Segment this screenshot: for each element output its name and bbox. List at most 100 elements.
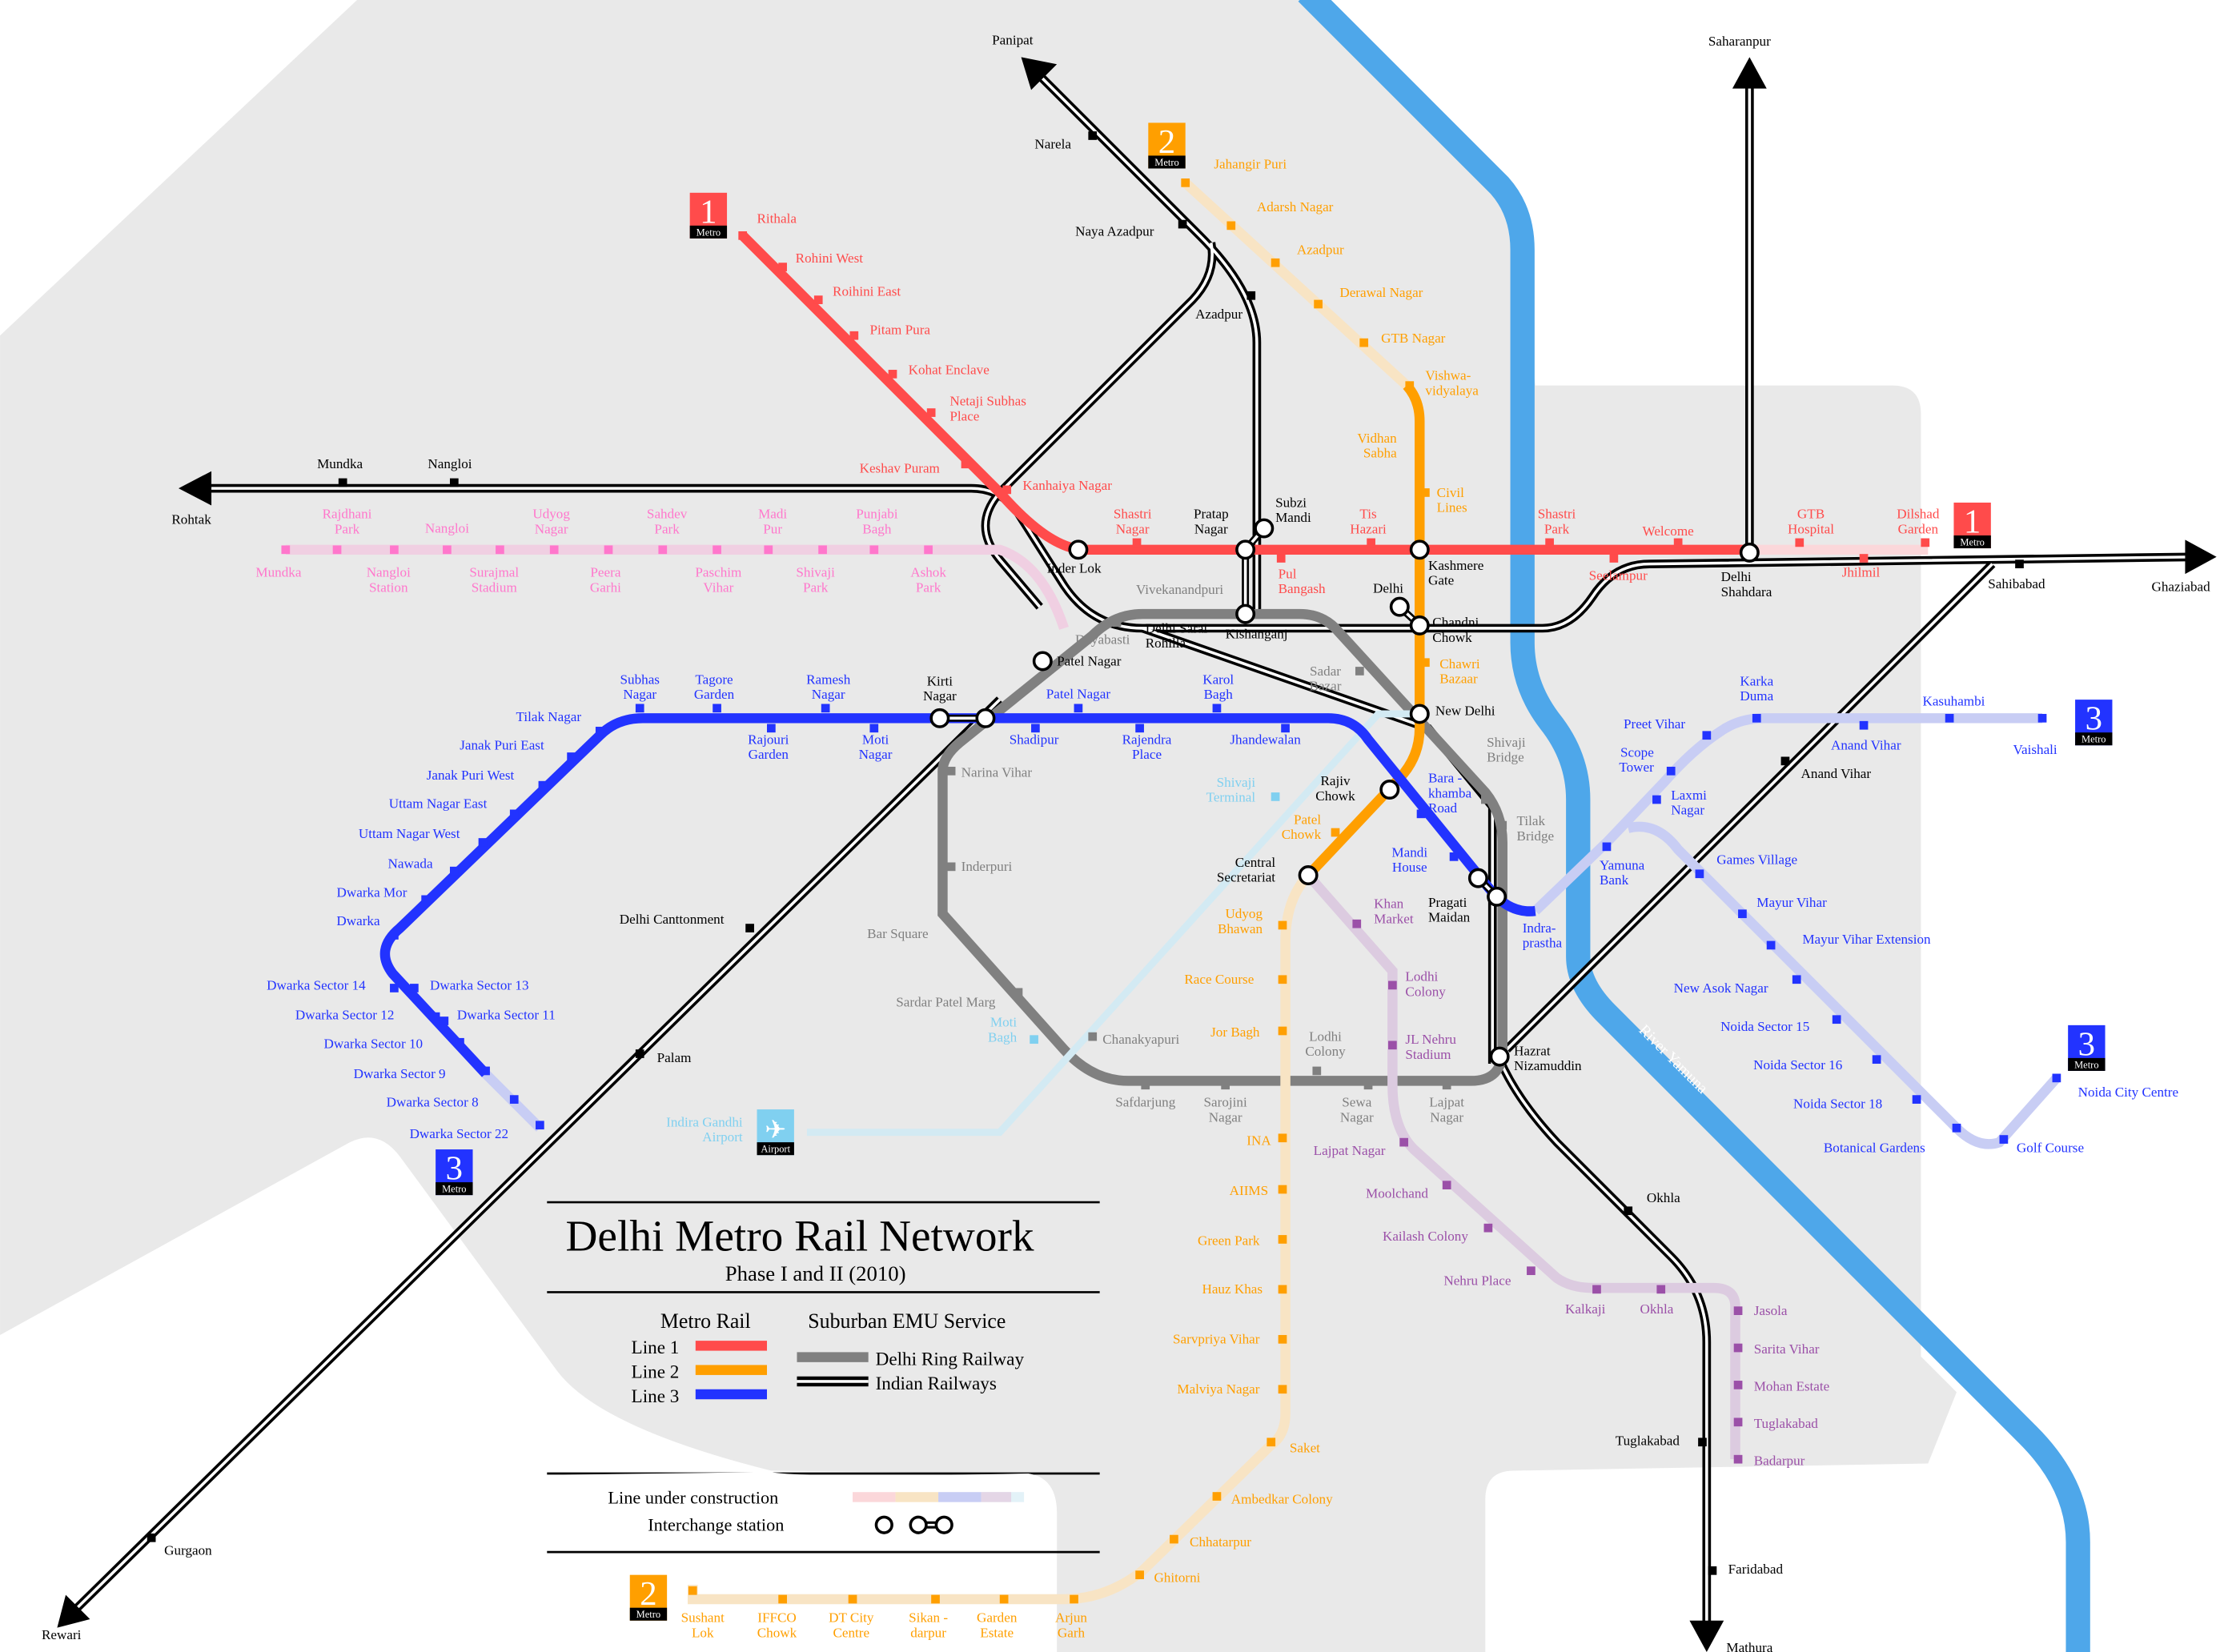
line3-station-label[interactable]: Nawada — [388, 856, 433, 872]
line2-station-label[interactable]: Sarvpriya Vihar — [1173, 1332, 1260, 1347]
line3-station-label[interactable]: Shadipur — [1010, 732, 1059, 747]
line2-station-label[interactable]: AIIMS — [1230, 1183, 1268, 1198]
line3-station-label[interactable]: Dwarka Sector 9 — [354, 1066, 446, 1081]
line3-station-label[interactable]: Golf Course — [2017, 1141, 2084, 1156]
line3-station-label[interactable]: Dwarka Mor — [337, 884, 407, 900]
railway-station-label[interactable]: Anand Vihar — [1801, 766, 1872, 781]
line1-station-label[interactable]: Welcome — [1643, 523, 1694, 539]
railway-station-label[interactable]: Gurgaon — [164, 1543, 212, 1558]
line3-station-label[interactable]: Janak Puri East — [460, 738, 544, 753]
destination-label-label[interactable]: Rewari — [42, 1627, 82, 1642]
purple-line-station-label[interactable]: Kailash Colony — [1383, 1229, 1468, 1244]
line2-station-label[interactable]: GTB Nagar — [1381, 331, 1446, 346]
line3-station-label[interactable]: Vaishali — [2013, 742, 2057, 757]
ring-railway-station-label[interactable]: Safdarjung — [1115, 1095, 1176, 1110]
purple-line-station-label[interactable]: Jasola — [1754, 1303, 1788, 1318]
line2-station-label[interactable]: Vishwa-vidyalaya — [1425, 368, 1479, 399]
line3-station-label[interactable]: Indra-prastha — [1523, 920, 1563, 951]
destination-label-label[interactable]: Ghaziabad — [2152, 579, 2211, 595]
line3-station-label[interactable]: Mayur Vihar — [1756, 895, 1827, 910]
line1-station-label[interactable]: Pitam Pura — [869, 322, 930, 337]
line2-station-label[interactable]: Sikan -darpur — [909, 1610, 948, 1641]
ring-railway-station-label[interactable]: Vivekanandpuri — [1136, 582, 1223, 597]
line3-station-label[interactable]: Janak Puri West — [427, 768, 515, 783]
line3-station-label[interactable]: Jhandewalan — [1230, 732, 1301, 747]
line3-station-label[interactable]: Dwarka Sector 22 — [410, 1126, 509, 1141]
purple-line-station-label[interactable]: Kalkaji — [1565, 1301, 1606, 1317]
line3-station-label[interactable]: Uttam Nagar East — [389, 796, 488, 812]
line2-station-label[interactable]: Green Park — [1198, 1233, 1260, 1249]
purple-line-station-label[interactable]: Lajpat Nagar — [1314, 1143, 1386, 1158]
line3-station-label[interactable]: Uttam Nagar West — [359, 826, 460, 841]
purple-line-station-label[interactable]: Moolchand — [1366, 1186, 1428, 1201]
line1-station-label[interactable]: Roihini East — [833, 283, 901, 299]
line3-station-label[interactable]: Patel Nagar — [1046, 686, 1111, 701]
line3-station-label[interactable]: Dwarka Sector 11 — [457, 1008, 556, 1023]
railway-station-label[interactable]: Palam — [657, 1050, 692, 1065]
railway-station-label[interactable]: Okhla — [1647, 1190, 1680, 1205]
line1-station-label[interactable]: Rithala — [757, 211, 797, 226]
ring-railway-station-label[interactable]: Dayabasti — [1075, 632, 1130, 648]
line3-station-label[interactable]: Noida City Centre — [2078, 1085, 2178, 1100]
line3-station-label[interactable]: Dwarka Sector 12 — [295, 1008, 395, 1023]
line2-station-label[interactable]: Derawal Nagar — [1339, 285, 1423, 300]
line3-station-label[interactable]: Dwarka Sector 10 — [324, 1036, 424, 1051]
purple-line-station-label[interactable]: Mohan Estate — [1754, 1379, 1830, 1394]
line2-station-label[interactable]: Ghitorni — [1154, 1570, 1200, 1586]
railway-station-label[interactable]: Tuglakabad — [1616, 1433, 1680, 1448]
line2-station-label[interactable]: Hauz Khas — [1202, 1281, 1263, 1297]
purple-line-station-label[interactable]: Sarita Vihar — [1754, 1341, 1820, 1357]
line2-station-label[interactable]: Azadpur — [1297, 243, 1344, 258]
line2-station-label[interactable]: Adarsh Nagar — [1257, 199, 1334, 215]
line3-station-label[interactable]: Dwarka Sector 14 — [267, 977, 366, 992]
line3-station-label[interactable]: Noida Sector 15 — [1720, 1019, 1809, 1034]
line1-station-label[interactable]: Kanhaiya Nagar — [1022, 478, 1112, 493]
line3-station-label[interactable]: Dwarka Sector 13 — [430, 977, 529, 992]
pink-line-station-label[interactable]: Nangloi — [425, 520, 469, 535]
line3-station-label[interactable]: Noida Sector 18 — [1793, 1096, 1882, 1111]
line3-station-label[interactable]: Botanical Gardens — [1824, 1141, 1925, 1156]
ring-railway-station-label[interactable]: Inderpuri — [961, 859, 1013, 874]
interchange-station-label[interactable]: Inder Lok — [1047, 560, 1102, 575]
pink-line-station-label[interactable]: Mundka — [255, 565, 301, 580]
